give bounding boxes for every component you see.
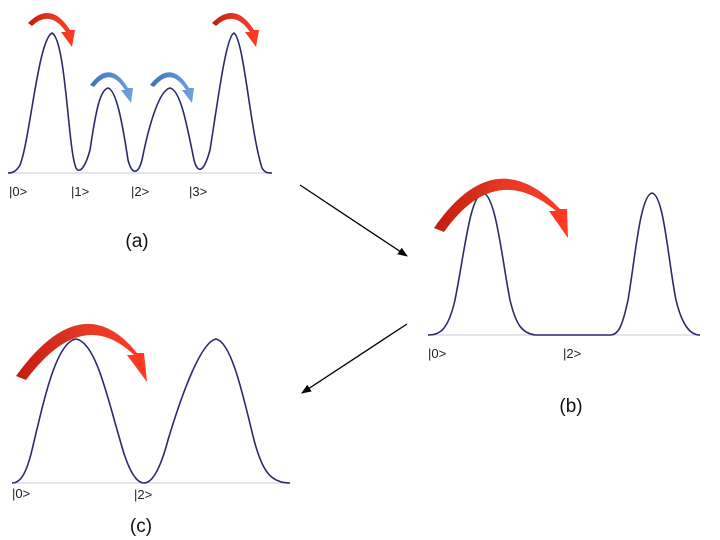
panel-b-state-0: |0> bbox=[428, 346, 446, 361]
panel-a-blue-arrow-1 bbox=[90, 72, 133, 103]
panel-a-state-0: |0> bbox=[9, 184, 27, 199]
arrow-a-to-b bbox=[299, 184, 408, 257]
panel-c-state-0: |0> bbox=[12, 486, 30, 501]
panel-a-red-arrow-left bbox=[28, 13, 75, 48]
panel-b-red-arrow bbox=[434, 178, 568, 238]
panel-a-blue-arrow-2 bbox=[150, 72, 194, 103]
panel-a-red-arrow-right bbox=[212, 13, 259, 48]
panel-a-state-2: |2> bbox=[131, 184, 149, 199]
panel-a-state-1: |1> bbox=[71, 184, 89, 199]
panel-c: |0> |2> (c) bbox=[11, 323, 291, 537]
panel-a-potential-curve bbox=[7, 32, 273, 174]
panel-a-state-3: |3> bbox=[189, 184, 207, 199]
panel-b-potential-curve bbox=[427, 192, 701, 336]
panel-a-label: (a) bbox=[125, 231, 148, 252]
panel-c-potential-curve bbox=[11, 338, 291, 484]
panel-a: |0> |1> |2> |3> (a) bbox=[7, 13, 273, 252]
arrow-b-to-c bbox=[301, 323, 408, 394]
panel-b-state-2: |2> bbox=[563, 346, 581, 361]
panel-b: |0> |2> (b) bbox=[427, 178, 701, 417]
panel-c-state-2: |2> bbox=[134, 487, 152, 502]
panel-c-red-arrow bbox=[16, 323, 147, 382]
panel-b-label: (b) bbox=[559, 396, 582, 417]
panel-c-label: (c) bbox=[130, 516, 152, 537]
